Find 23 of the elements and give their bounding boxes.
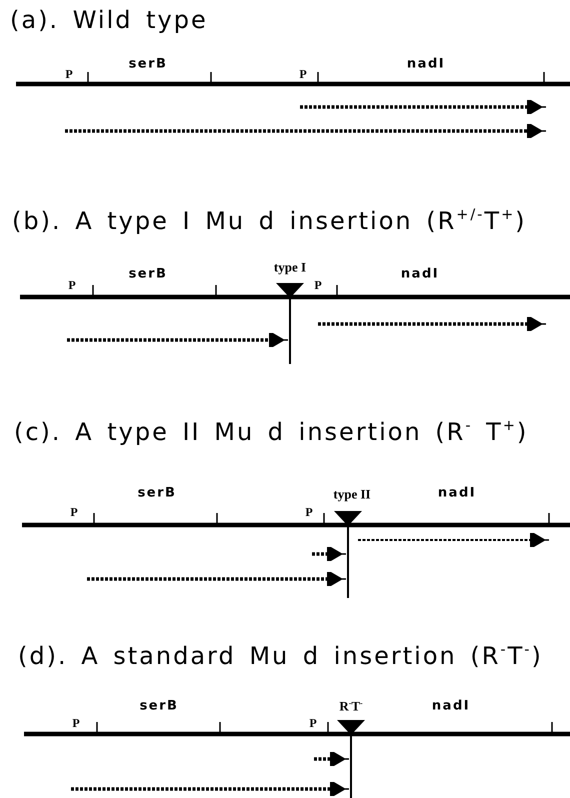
gene-label: serB bbox=[128, 268, 168, 280]
gene-label: nadI bbox=[438, 486, 476, 500]
panel-heading: (b). A type I Mu d insertion (R$^{+/-}$T$^{+}$) bbox=[12, 208, 526, 234]
promoter-label: P bbox=[70, 506, 78, 518]
promoter-label: P bbox=[314, 279, 322, 291]
gene-label: serB bbox=[140, 700, 178, 712]
gene-label: serB bbox=[128, 58, 168, 70]
gene-label: nadI bbox=[406, 58, 446, 70]
promoter-label: P bbox=[309, 717, 317, 729]
gene-label: nadI bbox=[400, 268, 440, 280]
panel-heading: (a). Wild type bbox=[10, 8, 208, 32]
promoter-label: P bbox=[299, 68, 307, 80]
insertion-label: R$^{-}$T$^{-}$ bbox=[339, 699, 363, 713]
promoter-label: P bbox=[65, 68, 73, 80]
promoter-label: P bbox=[305, 506, 313, 518]
panel-heading: (c). A type II Mu d insertion (R$^{-}$ T$^{+}$) bbox=[14, 419, 528, 444]
gene-label: nadI bbox=[432, 700, 470, 712]
panel-heading: (d). A standard Mu d insertion (R$^{-}$T$^{-}$) bbox=[18, 643, 543, 668]
gene-label: serB bbox=[138, 486, 176, 500]
promoter-label: P bbox=[68, 279, 76, 291]
promoter-label: P bbox=[72, 717, 80, 729]
insertion-label: type I bbox=[274, 260, 306, 274]
insertion-label: type II bbox=[333, 488, 371, 500]
